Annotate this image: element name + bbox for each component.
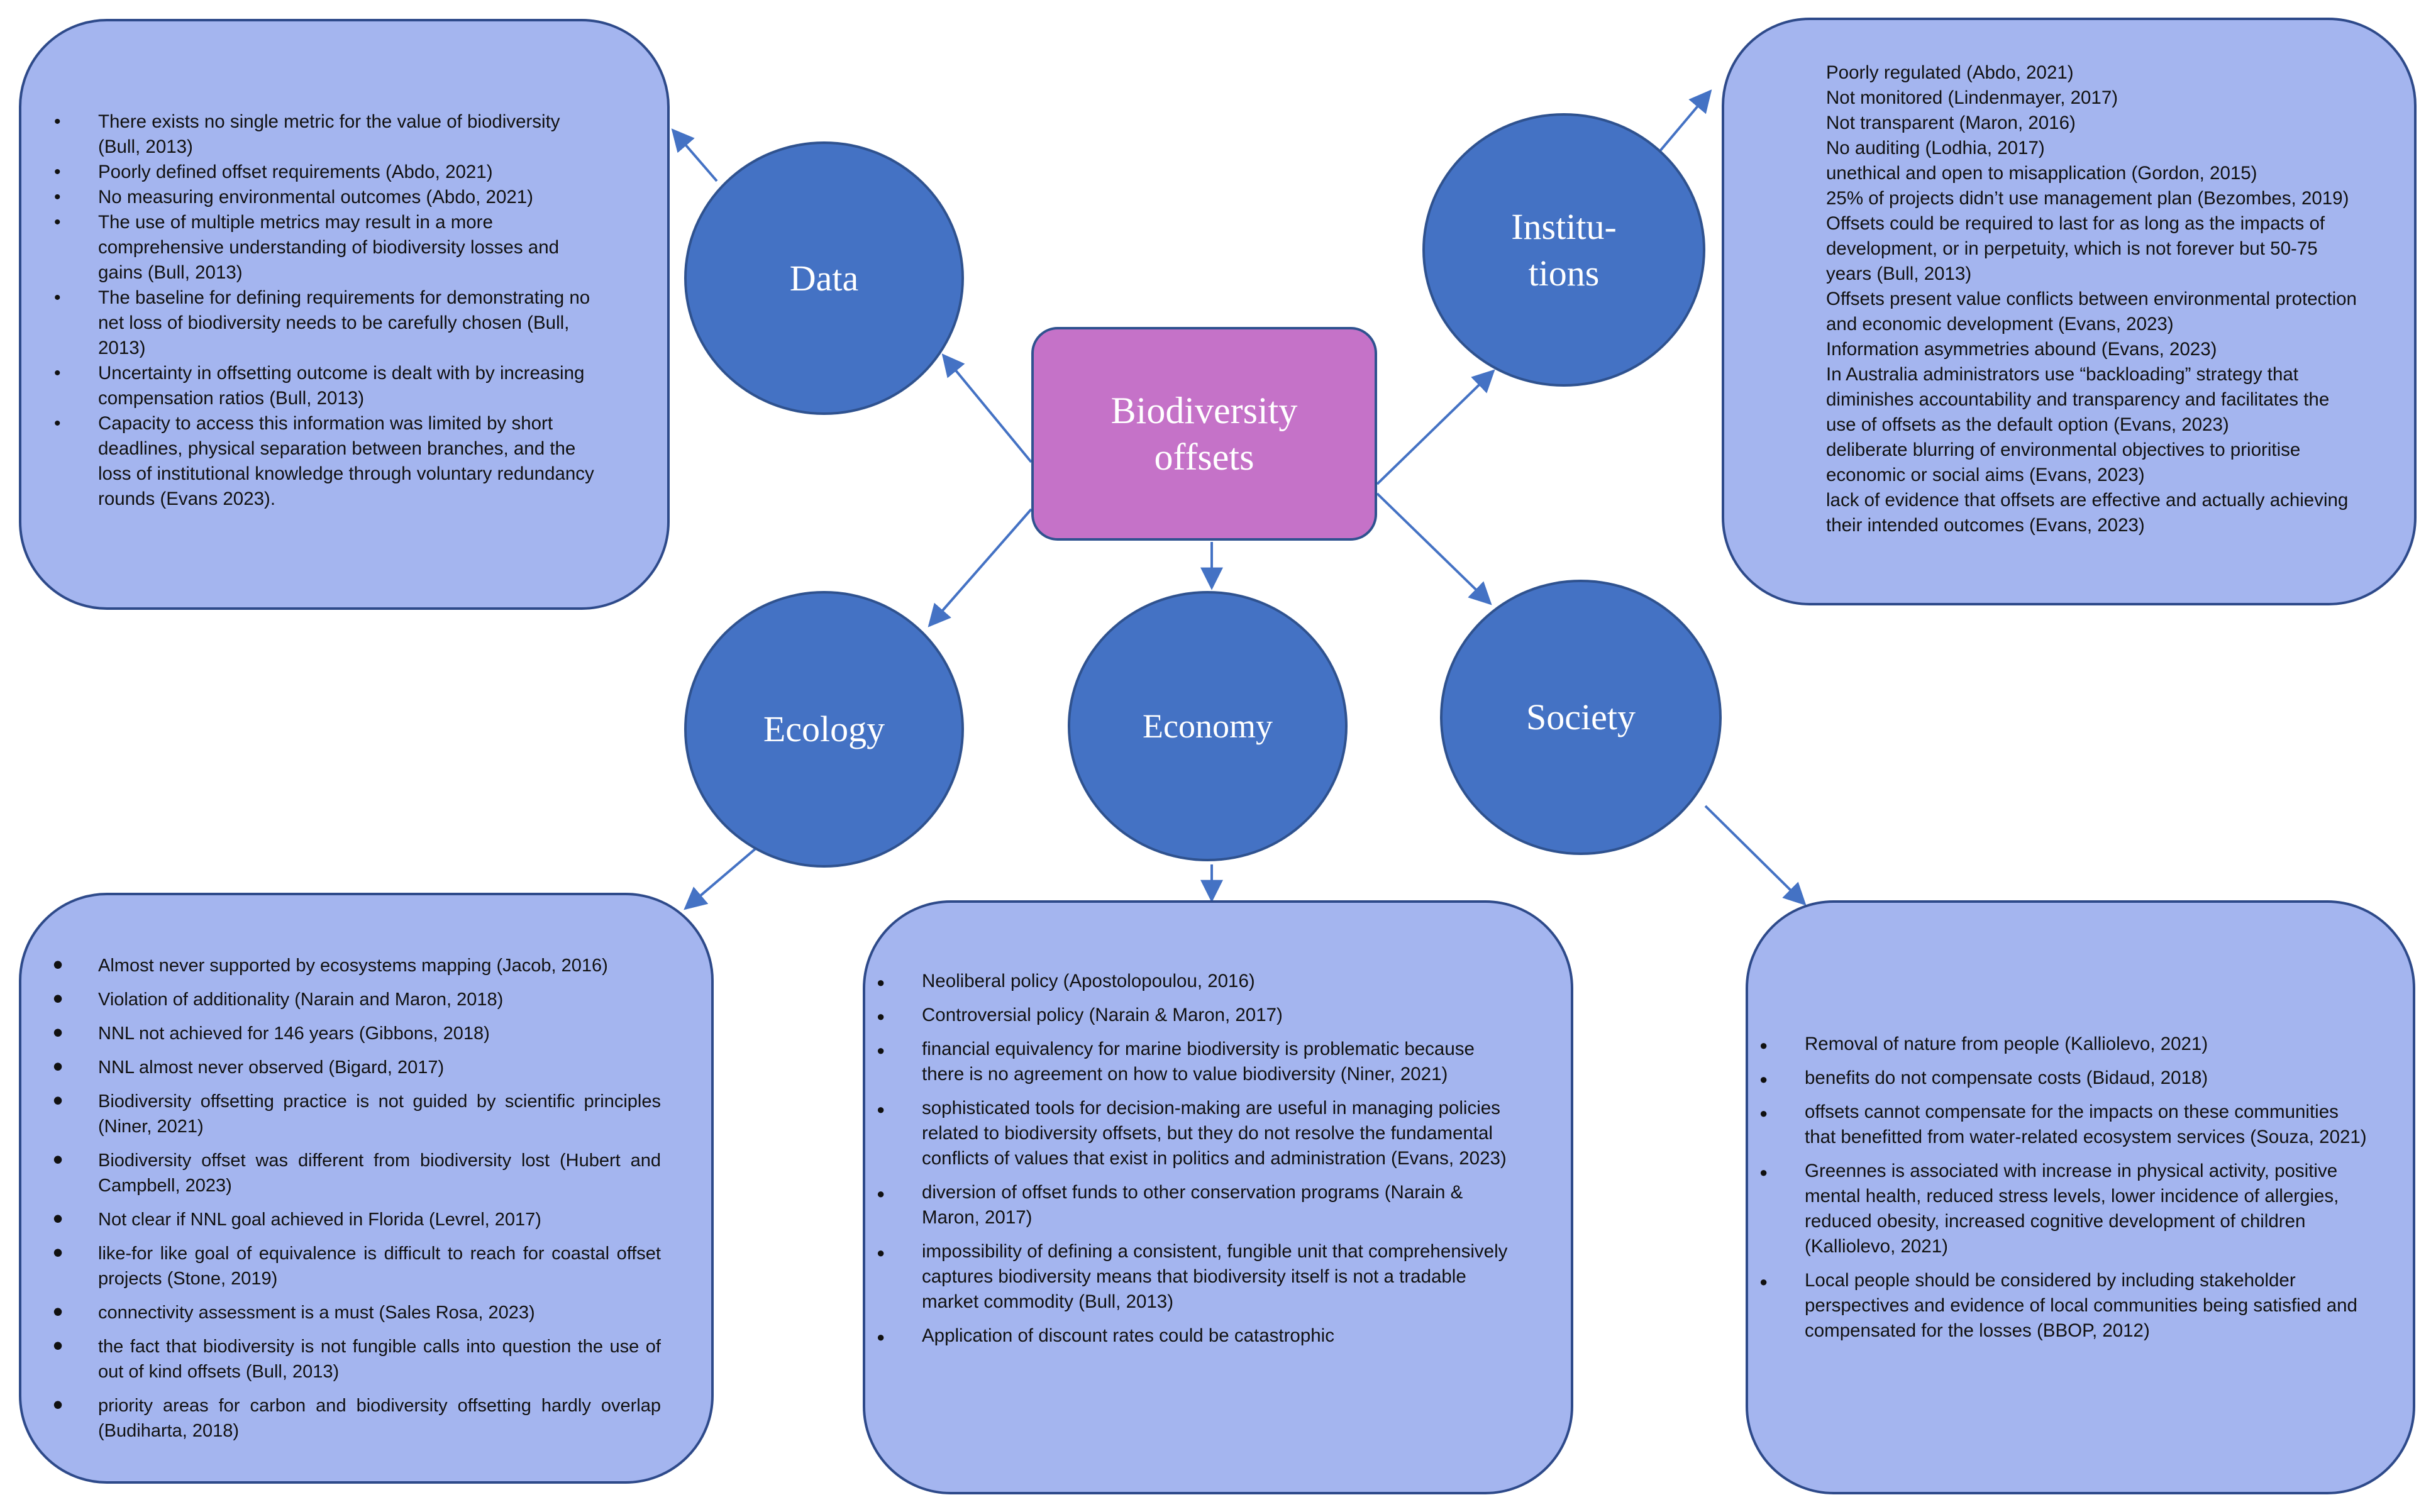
data-bullet-item: The use of multiple metrics may result i… [54, 210, 598, 285]
institutions-bullet-item: Offsets present value conflicts between … [1826, 287, 2357, 337]
institutions-bullet-item: No auditing (Lodhia, 2017) [1826, 136, 2357, 161]
institutions-bullet-item: Poorly regulated (Abdo, 2021) [1826, 60, 2357, 86]
institutions-bullet-item: lack of evidence that offsets are effect… [1826, 488, 2357, 538]
arrow-institutions-to-box [1659, 89, 1712, 152]
ecology-list: Almost never supported by ecosystems map… [53, 952, 661, 1443]
ecology-bullet-item: NNL not achieved for 146 years (Gibbons,… [53, 1020, 661, 1046]
arrow-center-to-society [1376, 492, 1492, 605]
economy-bullet-item: financial equivalency for marine biodive… [877, 1037, 1514, 1087]
institutions-list: Poorly regulated (Abdo, 2021)Not monitor… [1826, 60, 2357, 538]
institutions-bullet-item: deliberate blurring of environmental obj… [1826, 438, 2357, 488]
society-list: Removal of nature from people (Kalliolev… [1759, 1032, 2369, 1344]
ecology-bullet-item: NNL almost never observed (Bigard, 2017) [53, 1054, 661, 1080]
data-bullet-item: There exists no single metric for the va… [54, 109, 598, 160]
ecology-bullet-item: Violation of additionality (Narain and M… [53, 986, 661, 1012]
arrow-center-to-ecology [928, 508, 1033, 627]
economy-list: Neoliberal policy (Apostolopoulou, 2016)… [877, 969, 1514, 1350]
economy-bullet-item: Neoliberal policy (Apostolopoulou, 2016) [877, 969, 1514, 995]
center-label-line-2: offsets [1154, 436, 1254, 478]
economy-bullet-item: Controversial policy (Narain & Maron, 20… [877, 1003, 1514, 1029]
ecology-bullet-item: Biodiversity offsetting practice is not … [53, 1088, 661, 1139]
node-institutions-label-line-1: Institu- [1511, 206, 1617, 247]
society-bullet-item: Removal of nature from people (Kalliolev… [1759, 1032, 2369, 1058]
arrow-center-to-data [941, 353, 1033, 463]
node-society-label: Society [1526, 697, 1636, 737]
ecology-bullet-item: like-for like goal of equivalence is dif… [53, 1240, 661, 1291]
institutions-bullet-item: Information asymmetries abound (Evans, 2… [1826, 337, 2357, 362]
economy-bullet-item: sophisticated tools for decision-making … [877, 1096, 1514, 1171]
node-economy: Economy [1068, 591, 1348, 861]
society-box: Removal of nature from people (Kalliolev… [1746, 900, 2415, 1494]
node-economy-label: Economy [1143, 707, 1273, 745]
data-bullet-item: Capacity to access this information was … [54, 411, 598, 512]
institutions-bullet-item: Offsets could be required to last for as… [1826, 211, 2357, 287]
node-data-label: Data [789, 257, 859, 299]
arrow-data-to-box [671, 128, 718, 182]
ecology-bullet-item: the fact that biodiversity is not fungib… [53, 1333, 661, 1384]
center-label-line-1: Biodiversity [1110, 390, 1298, 431]
data-bullet-item: No measuring environmental outcomes (Abd… [54, 185, 598, 210]
ecology-bullet-item: connectivity assessment is a must (Sales… [53, 1299, 661, 1325]
institutions-bullet-item: Not monitored (Lindenmayer, 2017) [1826, 86, 2357, 111]
economy-box: Neoliberal policy (Apostolopoulou, 2016)… [863, 900, 1573, 1494]
institutions-bullet-item: 25% of projects didn’t use management pl… [1826, 186, 2357, 211]
center-node-biodiversity-offsets: Biodiversity offsets [1031, 327, 1377, 541]
data-bullet-item: Uncertainty in offsetting outcome is dea… [54, 361, 598, 411]
data-box: There exists no single metric for the va… [19, 19, 670, 610]
node-institutions-label-line-2: tions [1528, 252, 1600, 294]
institutions-box: Poorly regulated (Abdo, 2021)Not monitor… [1722, 18, 2417, 605]
data-list: There exists no single metric for the va… [54, 109, 598, 512]
institutions-bullet-item: Not transparent (Maron, 2016) [1826, 111, 2357, 136]
ecology-bullet-item: Almost never supported by ecosystems map… [53, 952, 661, 978]
arrow-ecology-to-box [684, 846, 759, 910]
economy-bullet-item: diversion of offset funds to other conse… [877, 1180, 1514, 1230]
data-bullet-item: Poorly defined offset requirements (Abdo… [54, 160, 598, 185]
ecology-bullet-item: priority areas for carbon and biodiversi… [53, 1392, 661, 1443]
society-bullet-item: offsets cannot compensate for the impact… [1759, 1100, 2369, 1150]
ecology-box: Almost never supported by ecosystems map… [19, 893, 714, 1484]
ecology-bullet-item: Not clear if NNL goal achieved in Florid… [53, 1206, 661, 1232]
data-bullet-item: The baseline for defining requirements f… [54, 285, 598, 361]
society-bullet-item: Local people should be considered by inc… [1759, 1268, 2369, 1344]
node-ecology: Ecology [684, 591, 964, 868]
node-institutions: Institu- tions [1422, 113, 1705, 387]
arrow-society-to-box [1704, 805, 1807, 906]
node-ecology-label: Ecology [763, 709, 885, 749]
society-bullet-item: Greennes is associated with increase in … [1759, 1159, 2369, 1259]
ecology-bullet-item: Biodiversity offset was different from b… [53, 1147, 661, 1198]
economy-bullet-item: impossibility of defining a consistent, … [877, 1239, 1514, 1315]
institutions-bullet-item: unethical and open to misapplication (Go… [1826, 161, 2357, 186]
node-society: Society [1440, 580, 1722, 855]
society-bullet-item: benefits do not compensate costs (Bidaud… [1759, 1066, 2369, 1092]
institutions-bullet-item: In Australia administrators use “backloa… [1826, 362, 2357, 438]
economy-bullet-item: Application of discount rates could be c… [877, 1323, 1514, 1350]
arrow-center-to-institutions [1376, 369, 1495, 485]
node-data: Data [684, 141, 964, 415]
